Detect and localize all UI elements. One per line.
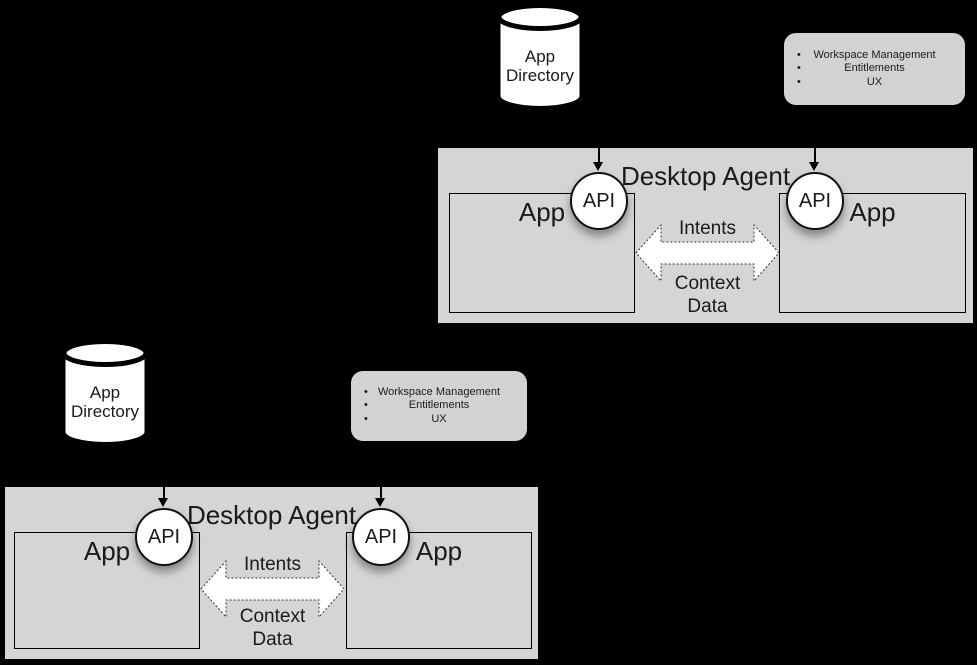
- desktop-agent-title: Desktop Agent: [620, 161, 791, 191]
- down-arrow-line: [163, 485, 165, 498]
- double-arrow-icon: [635, 223, 780, 283]
- desktop-agent-title: Desktop Agent: [186, 500, 357, 530]
- double-arrow-icon: [200, 559, 345, 619]
- bullet-icon: •: [797, 48, 801, 61]
- bullet-icon: •: [364, 399, 368, 412]
- intents-label: Intents: [678, 218, 737, 239]
- api-label: API: [147, 525, 181, 548]
- callout-item-label: Workspace Management: [813, 48, 936, 61]
- callout-item: • Workspace Management: [351, 386, 527, 400]
- down-arrow-line: [380, 485, 382, 498]
- api-circle-left: API: [135, 508, 193, 566]
- callout-item-label: Workspace Management: [377, 385, 501, 398]
- bullet-icon: •: [797, 62, 801, 75]
- callout-item-label: Entitlements: [408, 399, 470, 412]
- agent-responsibilities-callout: • Workspace Management • Entitlements • …: [351, 371, 527, 441]
- data-label: Data: [687, 296, 728, 317]
- intents-label: Intents: [243, 554, 302, 575]
- api-label: API: [798, 189, 832, 212]
- api-label: API: [582, 189, 616, 212]
- down-arrow-line: [814, 146, 816, 162]
- app-directory-label: App Directory: [496, 47, 584, 85]
- callout-item-label: UX: [866, 75, 883, 88]
- down-arrow-icon: [809, 162, 819, 171]
- callout-item-label: UX: [431, 412, 447, 425]
- app-directory-line1: App: [524, 47, 556, 66]
- context-label: Context: [239, 606, 306, 627]
- api-label: API: [364, 525, 398, 548]
- context-data-label: Context Data: [631, 272, 784, 318]
- app-label: App: [849, 197, 896, 227]
- app-directory-line2: Directory: [70, 402, 139, 421]
- bullet-icon: •: [797, 75, 801, 88]
- callout-item: • UX: [784, 76, 965, 90]
- app-directory-line1: App: [89, 383, 121, 402]
- data-label: Data: [252, 629, 293, 650]
- app-directory-line2: Directory: [505, 66, 574, 85]
- context-label: Context: [674, 273, 741, 294]
- callout-item: • UX: [351, 413, 527, 427]
- agent-responsibilities-callout: • Workspace Management • Entitlements • …: [784, 33, 965, 105]
- api-circle-left: API: [570, 172, 628, 230]
- down-arrow-icon: [158, 498, 168, 507]
- app-label: App: [415, 536, 463, 566]
- callout-item-label: Entitlements: [844, 62, 905, 75]
- down-arrow-line: [598, 146, 600, 162]
- database-cylinder-icon: [61, 339, 149, 445]
- callout-item: • Entitlements: [784, 62, 965, 76]
- down-arrow-icon: [593, 162, 603, 171]
- database-cylinder-icon: [496, 3, 584, 109]
- context-data-label: Context Data: [196, 605, 349, 651]
- app-label: App: [518, 197, 566, 227]
- app-directory-label: App Directory: [61, 383, 149, 421]
- bullet-icon: •: [364, 412, 368, 425]
- api-circle-right: API: [352, 508, 410, 566]
- bullet-icon: •: [364, 385, 368, 398]
- callout-item: • Entitlements: [351, 399, 527, 413]
- app-label: App: [83, 536, 131, 566]
- down-arrow-icon: [375, 498, 385, 507]
- api-circle-right: API: [786, 172, 844, 230]
- callout-item: • Workspace Management: [784, 49, 965, 63]
